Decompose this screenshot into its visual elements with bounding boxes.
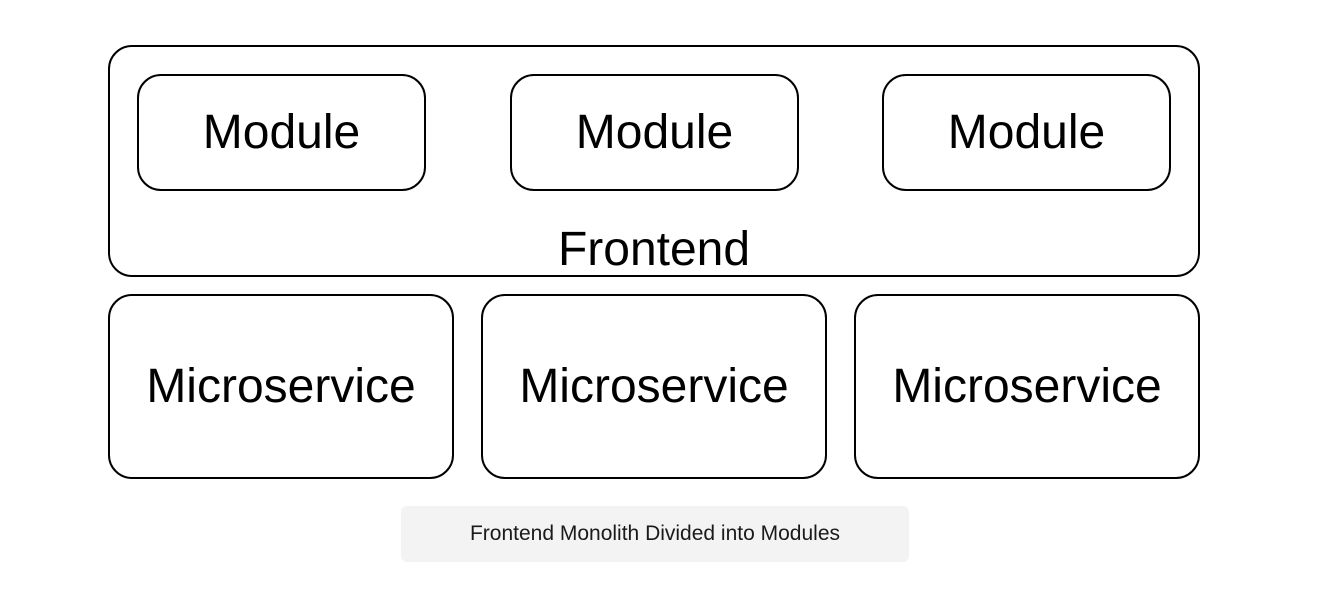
- module-box-3: Module: [882, 74, 1171, 191]
- microservice-box-3: Microservice: [854, 294, 1200, 479]
- microservice-box-1: Microservice: [108, 294, 454, 479]
- module-label: Module: [947, 106, 1106, 159]
- module-box-2: Module: [510, 74, 799, 191]
- module-label: Module: [575, 106, 734, 159]
- frontend-label: Frontend: [557, 223, 751, 276]
- microservice-label: Microservice: [146, 360, 416, 413]
- module-label: Module: [202, 106, 361, 159]
- caption-text: Frontend Monolith Divided into Modules: [469, 522, 841, 545]
- diagram-caption: Frontend Monolith Divided into Modules: [401, 506, 909, 562]
- module-box-1: Module: [137, 74, 426, 191]
- microservice-label: Microservice: [519, 360, 789, 413]
- microservice-label: Microservice: [892, 360, 1162, 413]
- microservice-box-2: Microservice: [481, 294, 827, 479]
